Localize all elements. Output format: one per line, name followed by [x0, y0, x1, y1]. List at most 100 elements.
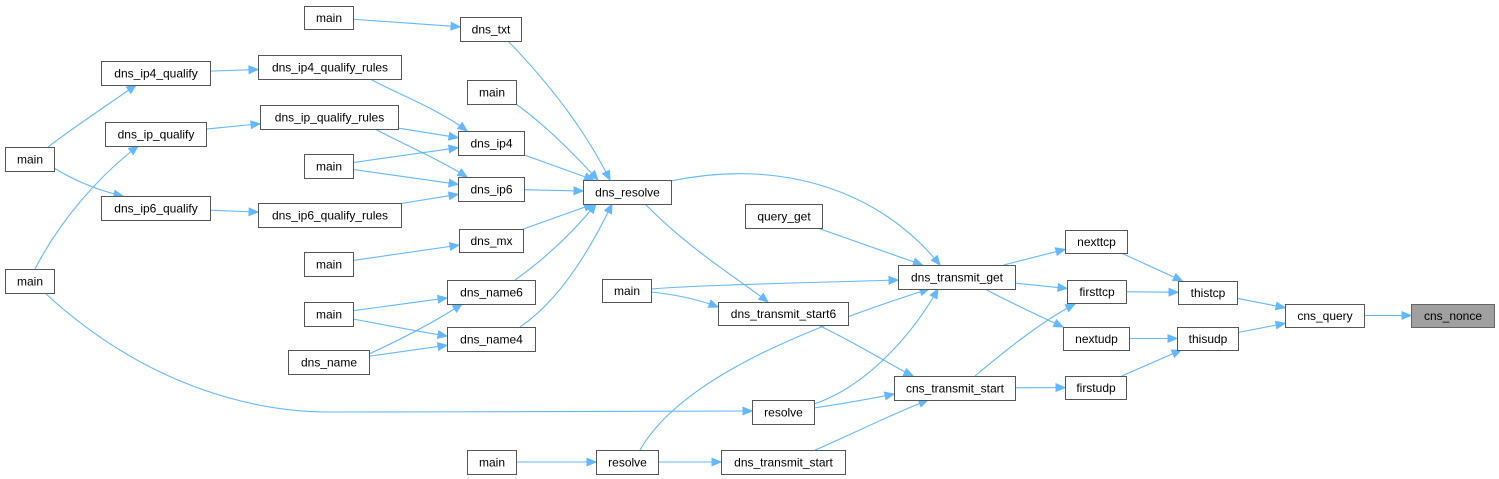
- node-thisudp[interactable]: thisudp: [1177, 327, 1239, 351]
- node-box: [721, 450, 846, 475]
- arrowhead-icon: [573, 186, 585, 196]
- edge-line: [639, 288, 930, 451]
- edge-firstudp-to-thisudp: [1121, 349, 1183, 377]
- node-dns-name[interactable]: dns_name: [288, 350, 370, 375]
- edge-line: [44, 292, 753, 413]
- node-label: cns_query: [1297, 309, 1352, 323]
- node-box: [288, 350, 370, 375]
- node-nexttcp[interactable]: nexttcp: [1065, 230, 1128, 254]
- node-main-mx[interactable]: main: [304, 252, 354, 277]
- edge-line: [522, 203, 594, 230]
- node-box: [745, 204, 823, 229]
- edge-main_mx-to-dns_mx: [352, 242, 461, 262]
- edge-line: [644, 203, 769, 303]
- edge-dns_transmit_get-to-nexttcp: [1003, 247, 1067, 266]
- node-box: [5, 269, 55, 294]
- node-main-left1[interactable]: main: [5, 147, 55, 172]
- node-main-left2[interactable]: main: [5, 269, 55, 294]
- node-dns-resolve[interactable]: dns_resolve: [583, 180, 672, 205]
- edge-line: [352, 297, 448, 312]
- node-label: dns_mx: [470, 234, 512, 248]
- node-label: main: [316, 11, 342, 25]
- node-box: [304, 252, 354, 277]
- edge-line: [515, 103, 599, 181]
- edge-line: [523, 189, 584, 192]
- arrowhead-icon: [1171, 272, 1184, 282]
- node-label: dns_name: [301, 356, 357, 370]
- node-dns-ip-qualify-rules[interactable]: dns_ip_qualify_rules: [260, 105, 399, 130]
- node-resolve-a[interactable]: resolve: [752, 400, 815, 425]
- edge-line: [519, 203, 613, 328]
- edge-line: [670, 173, 941, 266]
- node-dns-transmit-start6[interactable]: dns_transmit_start6: [718, 302, 849, 326]
- node-main-ip[interactable]: main: [304, 154, 354, 179]
- node-box: [1065, 376, 1127, 400]
- node-label: firstudp: [1076, 381, 1116, 395]
- edge-cns_transmit_start-to-firstudp: [1014, 383, 1067, 393]
- arrowhead-icon: [437, 294, 449, 304]
- node-main-r6[interactable]: main: [602, 279, 652, 303]
- node-dns-transmit-get[interactable]: dns_transmit_get: [898, 265, 1016, 290]
- edge-layer: [34, 18, 1413, 467]
- node-query-get[interactable]: query_get: [745, 204, 823, 229]
- node-resolve-b[interactable]: resolve: [596, 450, 659, 475]
- edge-line: [813, 393, 895, 409]
- node-dns-ip6[interactable]: dns_ip6: [458, 177, 525, 202]
- arrowhead-icon: [436, 329, 449, 339]
- node-dns-ip4-qualify-rules[interactable]: dns_ip4_qualify_rules: [258, 55, 402, 80]
- edge-dns_ip6_qualify-to-dns_ip6_qualify_rules: [209, 207, 260, 217]
- arrowhead-icon: [1057, 282, 1069, 293]
- edge-line: [368, 344, 448, 357]
- node-main-name[interactable]: main: [304, 302, 354, 327]
- arrowhead-icon: [1170, 349, 1183, 358]
- node-cns-transmit-start[interactable]: cns_transmit_start: [894, 376, 1016, 401]
- edge-line: [1121, 349, 1182, 377]
- edge-dns_ip4-to-dns_resolve: [523, 154, 595, 182]
- node-label: main: [17, 153, 43, 167]
- arrowhead-icon: [448, 144, 460, 154]
- node-dns-name6[interactable]: dns_name6: [447, 280, 536, 305]
- node-thistcp[interactable]: thistcp: [1178, 281, 1238, 305]
- node-dns-txt[interactable]: dns_txt: [460, 17, 522, 42]
- node-label: main: [316, 258, 342, 272]
- node-dns-ip-qualify[interactable]: dns_ip_qualify: [105, 122, 207, 147]
- node-box: [1285, 304, 1365, 328]
- arrowhead-icon: [437, 342, 449, 352]
- node-dns-mx[interactable]: dns_mx: [459, 229, 524, 253]
- edge-line: [523, 154, 594, 181]
- node-dns-ip4[interactable]: dns_ip4: [458, 131, 525, 156]
- edge-line: [397, 127, 459, 139]
- node-label: dns_ip6: [470, 183, 512, 197]
- edge-line: [814, 399, 929, 451]
- node-firsttcp[interactable]: firsttcp: [1067, 280, 1127, 304]
- node-dns-ip6-qualify[interactable]: dns_ip6_qualify: [101, 196, 211, 221]
- node-label: nextudp: [1075, 332, 1118, 346]
- edge-line: [984, 288, 1064, 328]
- edge-main_r6-to-dns_transmit_start6: [650, 291, 720, 308]
- node-dns-name4[interactable]: dns_name4: [447, 327, 536, 352]
- node-nextudp[interactable]: nextudp: [1063, 327, 1130, 351]
- node-label: main: [479, 86, 505, 100]
- node-label: nexttcp: [1077, 235, 1116, 249]
- edge-thistcp-to-cns_query: [1236, 297, 1287, 311]
- node-box: [260, 105, 399, 130]
- edge-line: [400, 193, 459, 205]
- edge-line: [813, 288, 939, 405]
- node-label: dns_ip_qualify: [118, 128, 195, 142]
- node-main-r1[interactable]: main: [467, 450, 517, 475]
- edge-line: [368, 303, 463, 355]
- node-firstudp[interactable]: firstudp: [1065, 376, 1127, 400]
- node-label: dns_ip_qualify_rules: [275, 111, 384, 125]
- node-cns-query[interactable]: cns_query: [1285, 304, 1365, 328]
- edge-line: [817, 324, 914, 377]
- node-dns-ip4-qualify[interactable]: dns_ip4_qualify: [101, 61, 211, 86]
- node-dns-ip6-qualify-rules[interactable]: dns_ip6_qualify_rules: [258, 203, 402, 228]
- arrowhead-icon: [929, 287, 939, 300]
- edge-main_name-to-dns_name6: [352, 294, 449, 312]
- node-label: main: [479, 456, 505, 470]
- node-dns-transmit-start[interactable]: dns_transmit_start: [721, 450, 846, 475]
- node-main-direct[interactable]: main: [467, 80, 517, 105]
- node-label: thisudp: [1189, 332, 1228, 346]
- node-main-txt[interactable]: main: [304, 6, 354, 30]
